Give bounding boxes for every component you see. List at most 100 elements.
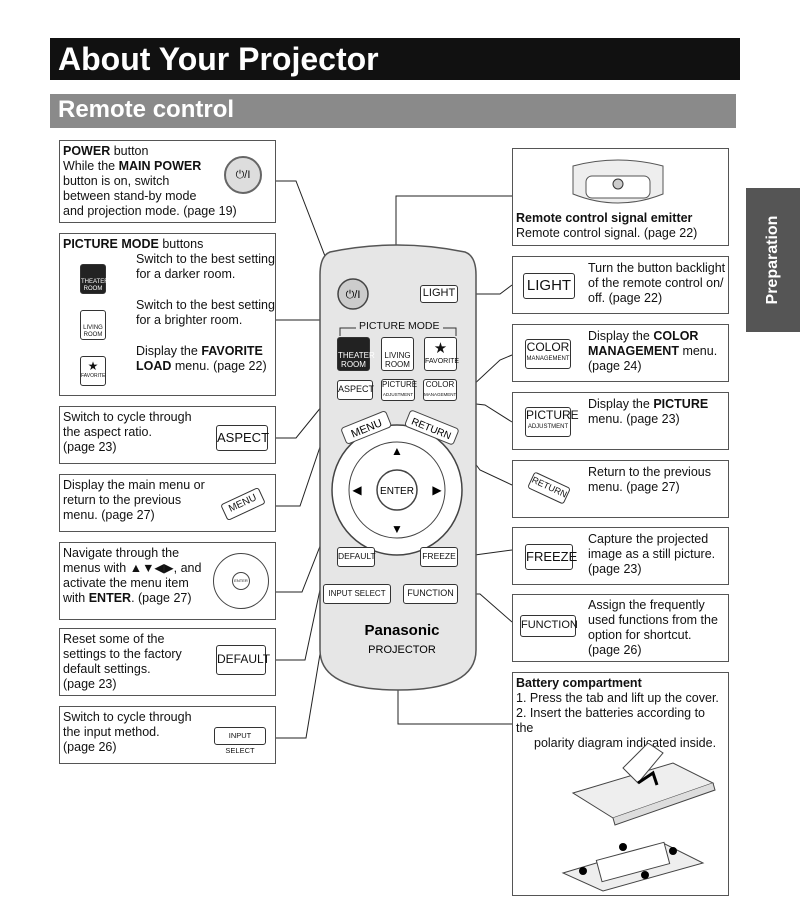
favorite-label: FAVORITE <box>425 358 460 365</box>
function-3: option for shortcut. <box>588 628 692 642</box>
menu-2: return to the previous <box>63 493 182 507</box>
enter-icon: ENTER <box>232 572 250 590</box>
freeze-1: Capture the projected <box>588 532 709 546</box>
freeze-icon: FREEZE <box>525 544 577 570</box>
favorite-icon-label: FAVORITE <box>81 373 106 379</box>
function-1: Assign the frequently <box>588 598 705 612</box>
function-4: (page 26) <box>588 643 642 657</box>
function-button[interactable]: FUNCTION <box>403 584 458 604</box>
right-arrow: ▶ <box>432 483 442 497</box>
input-2: the input method. <box>63 725 160 739</box>
picture-icon: PICTURE ADJUSTMENT <box>525 407 579 437</box>
aspect-button[interactable]: ASPECT <box>337 380 374 400</box>
favorite-icon: ★FAVORITE <box>80 356 106 386</box>
emitter-text: Remote control signal. (page 22) <box>516 226 698 240</box>
aspect-1: Switch to cycle through <box>63 410 192 424</box>
function-icon: FUNCTION <box>520 615 578 637</box>
power-t2: While the <box>63 159 119 173</box>
menu-3: menu. (page 27) <box>63 508 155 522</box>
nav-4a: with <box>63 591 89 605</box>
light-1: Turn the button backlight <box>588 261 726 275</box>
light-2: of the remote control on/ <box>588 276 724 290</box>
pm-fav-a: Display the <box>136 344 202 358</box>
theater-label-2: ROOM <box>341 360 366 369</box>
light-button[interactable]: LIGHT <box>420 285 458 303</box>
battery-illustration <box>561 743 716 892</box>
color-b: COLOR <box>653 329 699 343</box>
living-label-1: LIVING <box>384 351 411 360</box>
color-label-2: MANAGEMENT <box>424 392 457 397</box>
input-select-button[interactable]: INPUT SELECT <box>323 584 391 604</box>
pm-title: PICTURE MODE <box>63 237 159 251</box>
light-icon: LIGHT <box>523 273 575 299</box>
battery-step-2a: 2. Insert the batteries according to the <box>516 706 705 735</box>
picture-label-2: ADJUSTMENT <box>382 392 414 397</box>
enter-label: ENTER <box>380 486 414 497</box>
power-t5: and projection mode. (page 19) <box>63 204 237 218</box>
input-3: (page 26) <box>63 740 117 754</box>
nav-4c: . (page 27) <box>131 591 192 605</box>
pm-theater-1: Switch to the best setting <box>136 252 275 266</box>
battery-step-1: 1. Press the tab and lift up the cover. <box>516 691 719 705</box>
color-a: Display the <box>588 329 654 343</box>
color-icon-2: MANAGEMENT <box>526 356 570 362</box>
pm-t1: buttons <box>158 237 204 251</box>
return-2: menu. (page 27) <box>588 480 680 494</box>
model-label: PROJECTOR <box>368 644 436 656</box>
down-arrow: ▼ <box>391 522 403 536</box>
picture-a: Display the <box>588 397 654 411</box>
default-4: (page 23) <box>63 677 117 691</box>
favorite-button[interactable]: ★FAVORITE <box>424 337 460 371</box>
color-e: (page 24) <box>588 359 642 373</box>
freeze-2: image as a still picture. <box>588 547 716 561</box>
aspect-2: the aspect ratio. <box>63 425 152 439</box>
living-icon-2: ROOM <box>83 332 103 338</box>
power-button <box>337 278 369 310</box>
theater-icon-1: THEATER <box>81 279 109 285</box>
favorite-star-icon: ★ <box>87 359 99 373</box>
default-2: settings to the factory <box>63 647 182 661</box>
picture-icon-1: PICTURE <box>526 408 579 422</box>
default-1: Reset some of the <box>63 632 165 646</box>
callout-navigate: Navigate through the menus with ▲▼◀▶, an… <box>59 542 276 620</box>
pm-favorite-text: Display the FAVORITE LOAD menu. (page 22… <box>136 344 267 374</box>
default-3: default settings. <box>63 662 151 676</box>
callout-battery: Battery compartment 1. Press the tab and… <box>512 672 729 896</box>
pm-fav-d: menu. (page 22) <box>171 359 267 373</box>
page-title: About Your Projector <box>50 38 740 80</box>
power-t2b: MAIN POWER <box>118 159 202 173</box>
default-icon: DEFAULT <box>216 645 270 675</box>
return-icon: RETURN <box>527 471 571 505</box>
aspect-icon: ASPECT <box>216 425 269 451</box>
default-button[interactable]: DEFAULT <box>337 547 376 567</box>
freeze-button[interactable]: FREEZE <box>420 547 458 567</box>
pm-theater-2: for a darker room. <box>136 267 236 281</box>
nav-3: activate the menu item <box>63 576 189 590</box>
nav-1: Navigate through the <box>63 546 180 560</box>
return-1: Return to the previous <box>588 465 711 479</box>
input-1: Switch to cycle through <box>63 710 192 724</box>
aspect-3: (page 23) <box>63 440 117 454</box>
callout-emitter: Remote control signal emitter Remote con… <box>512 148 729 246</box>
picture-icon-2: ADJUSTMENT <box>527 424 569 430</box>
pm-fav-c: LOAD <box>136 359 172 373</box>
picture-mode-label: PICTURE MODE <box>356 320 443 332</box>
